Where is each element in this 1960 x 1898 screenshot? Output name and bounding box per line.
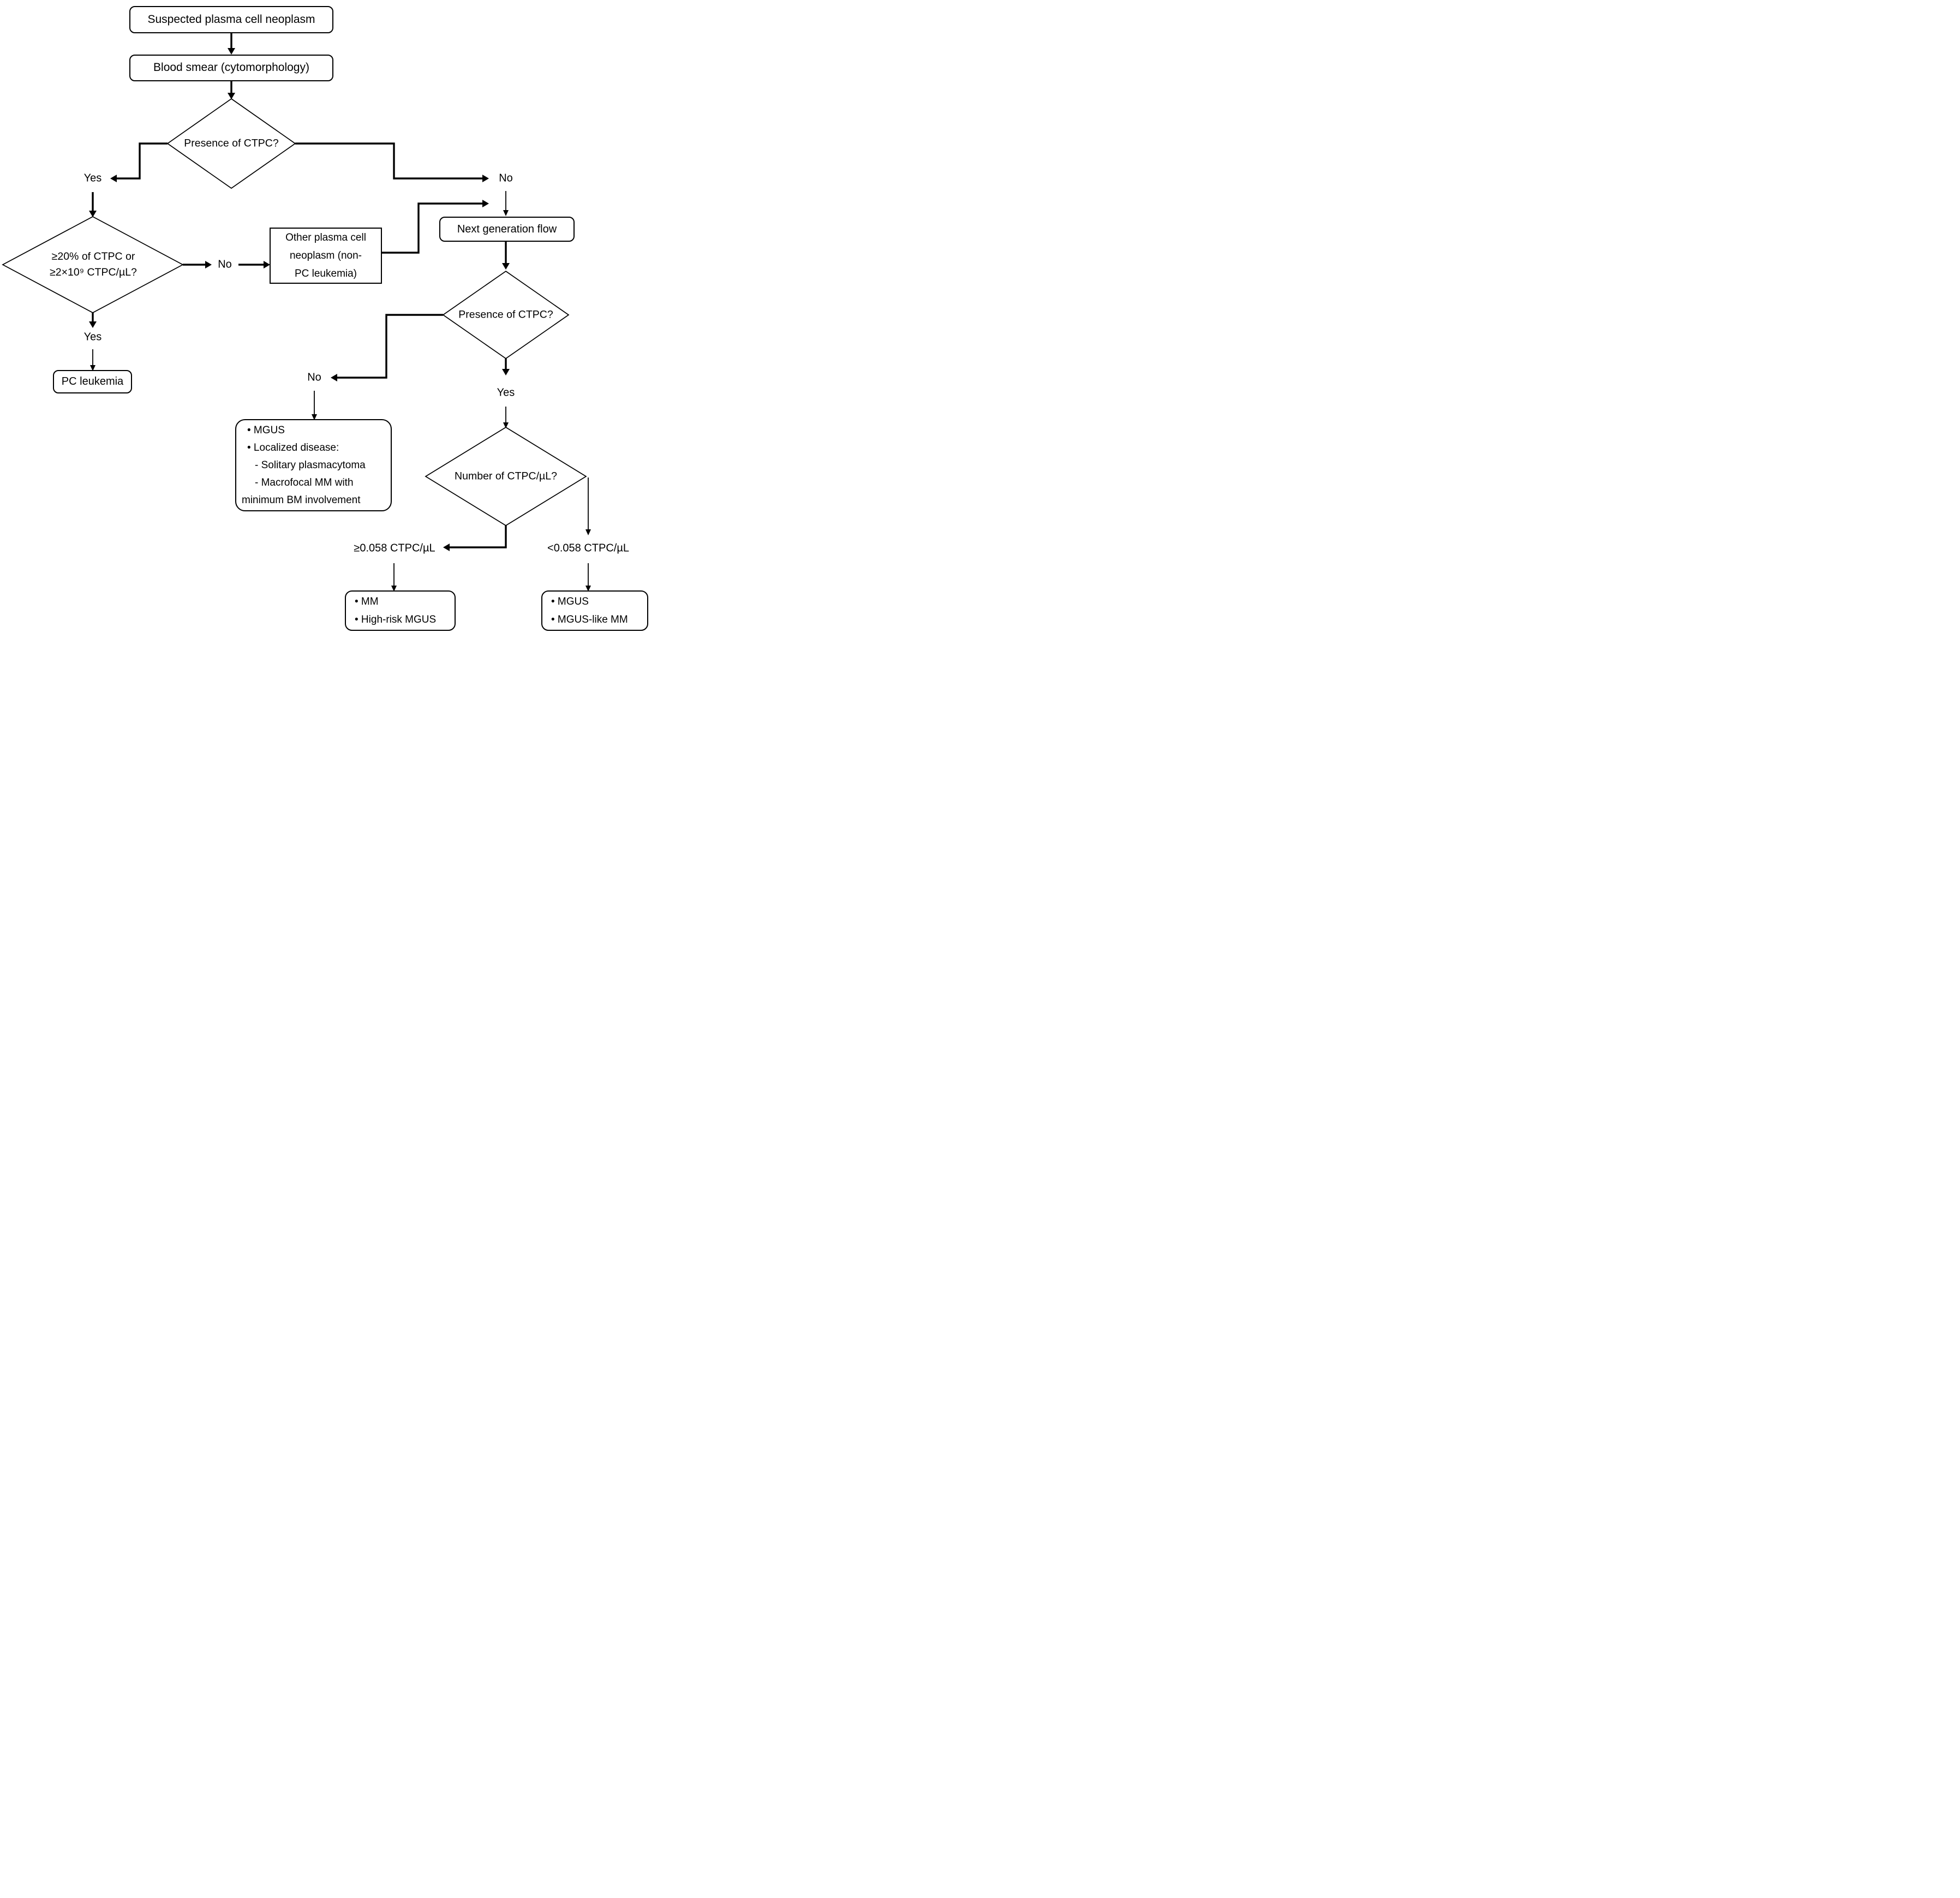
node-mgus-localized-line: minimum BM involvement <box>242 494 361 506</box>
decision-number-ctpc-shape <box>425 427 587 526</box>
arrowheads-thick <box>89 48 510 551</box>
node-other-plasma-cell-neoplasm: Other plasma cell neoplasm (non- PC leuk… <box>270 228 382 284</box>
edge-label-lt-threshold: <0.058 CTPC/µL <box>547 542 629 554</box>
node-pc-leukemia: PC leukemia <box>53 370 132 393</box>
edge-other-nextgen <box>382 202 482 254</box>
node-suspected-plasma-cell-neoplasm: Suspected plasma cell neoplasm <box>129 6 333 33</box>
decision-presence-ctpc-1-shape <box>166 98 296 189</box>
edge-d4-ge <box>450 526 507 548</box>
decision-ctpc-threshold-label: ≥20% of CTPC or ≥2×10⁹ CTPC/µL? <box>50 249 137 280</box>
node-other-line: PC leukemia) <box>294 268 357 279</box>
edge-label-yes-3: Yes <box>497 386 515 399</box>
flowchart-canvas: Suspected plasma cell neoplasm Blood sme… <box>0 0 653 633</box>
edge-label-yes-2: Yes <box>83 331 102 343</box>
node-mgus-localized-line: - Solitary plasmacytoma <box>255 459 366 471</box>
decision-number-ctpc-label: Number of CTPC/µL? <box>455 470 557 482</box>
edge-d3-no <box>337 314 443 379</box>
arrowheads-thin <box>90 210 591 592</box>
node-mm-high-risk-mgus: • MM • High-risk MGUS <box>345 590 456 631</box>
node-pc-leukemia-label: PC leukemia <box>61 375 124 387</box>
decision-presence-ctpc-2-label: Presence of CTPC? <box>458 308 553 321</box>
node-next-generation-flow: Next generation flow <box>439 217 575 242</box>
node-other-line: neoplasm (non- <box>289 250 362 261</box>
decision-ctpc-threshold-line1: ≥20% of CTPC or <box>51 250 135 262</box>
decision-presence-ctpc-1-label: Presence of CTPC? <box>184 137 279 150</box>
node-other-line: Other plasma cell <box>285 232 366 243</box>
node-blood-smear-label: Blood smear (cytomorphology) <box>153 61 309 74</box>
node-mm-high-risk-line: • MM <box>355 596 379 607</box>
decision-ctpc-threshold-shape <box>2 216 184 313</box>
node-mgus-like-line: • MGUS-like MM <box>551 614 628 625</box>
edge-d1-yes <box>117 142 168 180</box>
decision-ctpc-threshold-line2: ≥2×10⁹ CTPC/µL? <box>50 266 137 278</box>
node-mgus-localized-line: • MGUS <box>247 424 285 436</box>
decision-presence-ctpc-2-shape <box>442 270 570 360</box>
edge-label-no-2: No <box>218 258 232 271</box>
edge-label-ge-threshold: ≥0.058 CTPC/µL <box>354 542 435 554</box>
node-mgus-like-mm: • MGUS • MGUS-like MM <box>541 590 648 631</box>
node-mgus-localized-line: • Localized disease: <box>247 441 339 453</box>
edge-label-no-1: No <box>499 172 513 184</box>
edge-label-no-3: No <box>307 371 321 384</box>
node-mgus-localized-disease: • MGUS • Localized disease: - Solitary p… <box>235 419 392 511</box>
node-mgus-like-line: • MGUS <box>551 596 589 607</box>
node-mgus-localized-line: - Macrofocal MM with <box>255 476 354 488</box>
flowchart-connectors <box>2 33 591 592</box>
edge-d1-no <box>295 142 482 180</box>
node-blood-smear: Blood smear (cytomorphology) <box>129 55 333 81</box>
edge-label-yes-1: Yes <box>83 172 102 184</box>
node-mm-high-risk-line: • High-risk MGUS <box>355 614 437 625</box>
node-next-generation-flow-label: Next generation flow <box>457 223 557 235</box>
node-suspected-label: Suspected plasma cell neoplasm <box>147 13 315 26</box>
